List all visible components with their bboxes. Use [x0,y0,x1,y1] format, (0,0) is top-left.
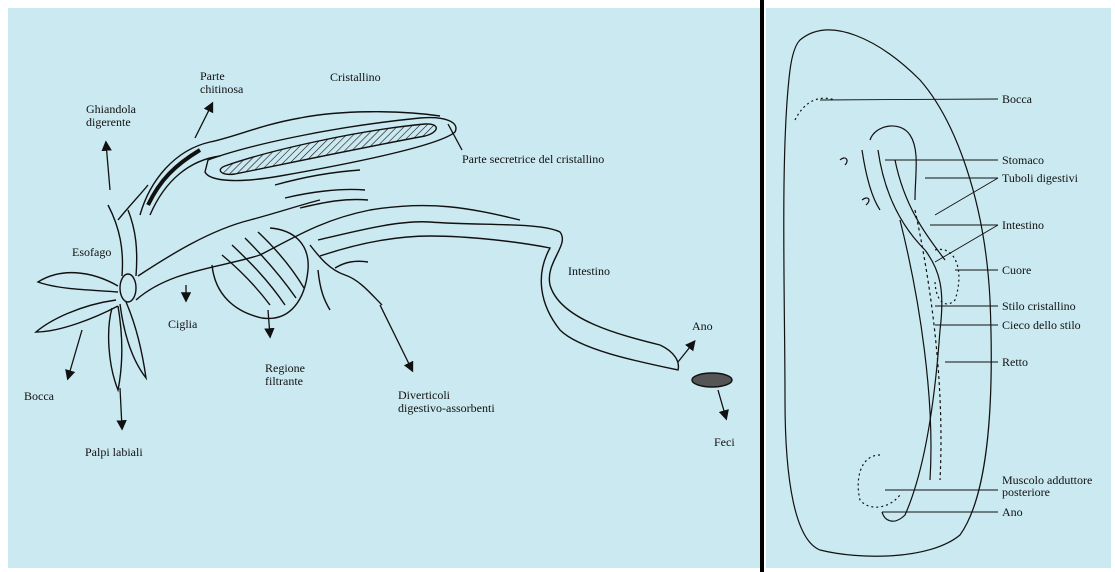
label-feci: Feci [714,435,735,449]
label-r-ano: Ano [1002,505,1023,519]
feces [692,373,732,387]
adductor-muscle [858,455,900,507]
label-ghiandola-2: digerente [86,115,131,129]
bivalve-body-drawing [784,30,992,556]
label-parte-secretrice: Parte secretrice del cristallino [462,152,604,166]
label-intestino: Intestino [568,264,610,278]
label-r-bocca: Bocca [1002,92,1033,106]
label-palpi-labiali: Palpi labiali [85,445,143,459]
digestive-tract-drawing [36,112,732,390]
label-ghiandola-1: Ghiandola [86,102,137,116]
label-r-tuboli: Tuboli digestivi [1002,171,1079,185]
palp-lobe-2 [120,302,146,378]
shell-outline [784,30,992,556]
label-r-muscolo-2: posteriore [1002,485,1050,499]
intestine [318,222,678,370]
label-r-retto: Retto [1002,355,1028,369]
label-esofago: Esofago [72,245,111,259]
esophagus-ring [120,274,136,302]
label-bocca: Bocca [24,389,55,403]
label-r-stilo: Stilo cristallino [1002,299,1076,313]
label-parte-chitinosa-1: Parte [200,69,225,83]
label-r-cuore: Cuore [1002,263,1031,277]
label-r-cieco: Cieco dello stilo [1002,318,1081,332]
labial-palp-lower [36,300,118,332]
label-ciglia: Ciglia [168,317,198,331]
label-r-stomaco: Stomaco [1002,153,1044,167]
digestive-diverticula [310,245,382,310]
label-ano: Ano [692,319,713,333]
label-diverticoli-1: Diverticoli [398,388,451,402]
label-diverticoli-2: digestivo-assorbenti [398,401,495,415]
label-parte-chitinosa-2: chitinosa [200,82,244,96]
palp-lobe-1 [109,306,122,390]
label-regione-2: filtrante [265,374,303,388]
label-regione-1: Regione [265,361,305,375]
labial-palp-upper [38,273,118,292]
label-cristallino: Cristallino [330,70,381,84]
label-r-intestino: Intestino [1002,218,1044,232]
stomach-loop [870,126,916,200]
gland-branch [118,185,148,220]
